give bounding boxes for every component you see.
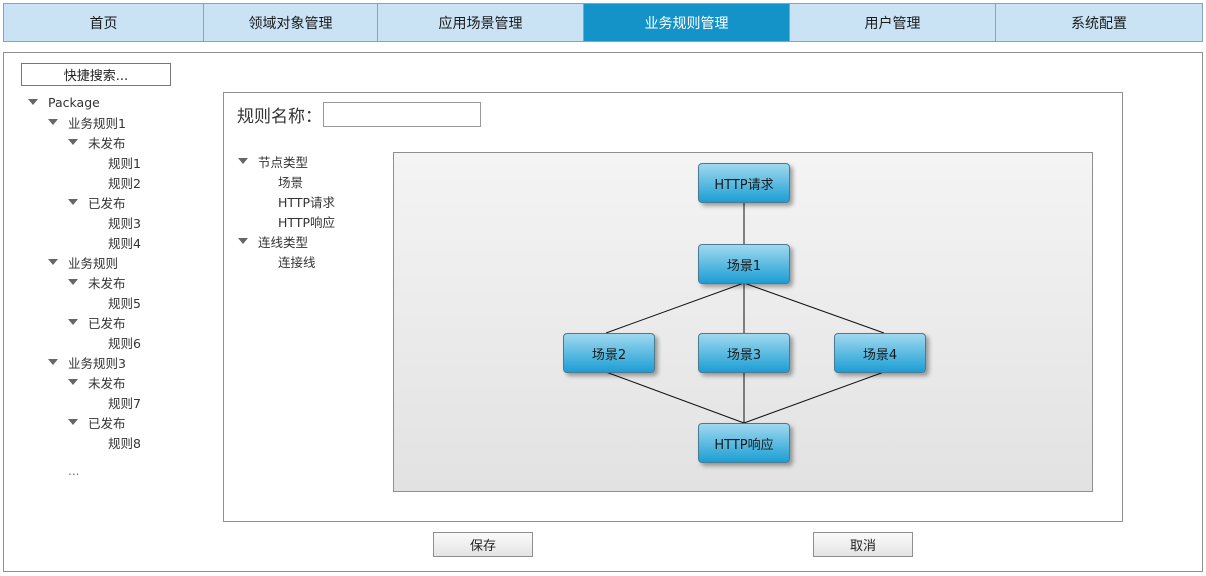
tree-node-label: 已发布 bbox=[88, 315, 126, 331]
tree-leaf[interactable]: 规则1 bbox=[108, 155, 141, 171]
palette-group-node-types[interactable]: 节点类型 bbox=[238, 151, 308, 171]
node-http-response[interactable]: HTTP响应 bbox=[698, 423, 790, 463]
edge-s1-s2 bbox=[605, 282, 745, 334]
node-scenario-2[interactable]: 场景2 bbox=[563, 333, 655, 373]
node-scenario-1[interactable]: 场景1 bbox=[698, 244, 790, 284]
cancel-button[interactable]: 取消 bbox=[813, 532, 913, 557]
edge-s4-resp bbox=[743, 371, 885, 424]
tab-domain-objects[interactable]: 领域对象管理 bbox=[204, 4, 378, 41]
expand-triangle-icon[interactable] bbox=[68, 279, 78, 285]
tree-leaf[interactable]: 规则6 bbox=[108, 335, 141, 351]
tree-more-ellipsis: ... bbox=[68, 464, 80, 478]
tree-node-label: 未发布 bbox=[88, 275, 126, 291]
tree-node-group[interactable]: 未发布 bbox=[68, 372, 126, 392]
diagram-canvas[interactable]: HTTP请求 场景1 场景2 场景3 场景4 HTTP响应 bbox=[393, 152, 1093, 492]
tree-node-rule[interactable]: 业务规则3 bbox=[48, 352, 126, 372]
tree-node-label: Package bbox=[48, 94, 100, 110]
expand-triangle-icon[interactable] bbox=[68, 139, 78, 145]
palette-group-label: 节点类型 bbox=[258, 154, 309, 170]
diagram-edges bbox=[605, 202, 885, 424]
save-button[interactable]: 保存 bbox=[433, 532, 533, 557]
tree-node-label: 已发布 bbox=[88, 195, 126, 211]
tree-leaf[interactable]: 规则7 bbox=[108, 395, 141, 411]
tree-node-label: 已发布 bbox=[88, 415, 126, 431]
tree-leaf[interactable]: 规则8 bbox=[108, 435, 141, 451]
quick-search-button[interactable]: 快捷搜索... bbox=[21, 63, 171, 86]
edge-s1-s4 bbox=[743, 282, 885, 334]
expand-triangle-icon[interactable] bbox=[28, 99, 38, 105]
expand-triangle-icon[interactable] bbox=[48, 259, 58, 265]
tree-leaf[interactable]: 规则5 bbox=[108, 295, 141, 311]
tree-node-group[interactable]: 已发布 bbox=[68, 312, 126, 332]
palette-item-http-request[interactable]: HTTP请求 bbox=[278, 194, 335, 210]
expand-triangle-icon[interactable] bbox=[48, 119, 58, 125]
tab-app-scenarios[interactable]: 应用场景管理 bbox=[378, 4, 584, 41]
tree-node-label: 未发布 bbox=[88, 375, 126, 391]
palette-item-connector[interactable]: 连接线 bbox=[278, 254, 316, 270]
edge-s2-resp bbox=[605, 371, 745, 424]
tree-node-package[interactable]: Package bbox=[28, 92, 100, 112]
expand-triangle-icon[interactable] bbox=[68, 419, 78, 425]
tree-node-label: 业务规则 bbox=[68, 255, 119, 271]
expand-triangle-icon[interactable] bbox=[238, 158, 248, 164]
expand-triangle-icon[interactable] bbox=[68, 379, 78, 385]
tab-user-management[interactable]: 用户管理 bbox=[790, 4, 996, 41]
expand-triangle-icon[interactable] bbox=[48, 359, 58, 365]
tree-node-rule[interactable]: 业务规则1 bbox=[48, 112, 126, 132]
expand-triangle-icon[interactable] bbox=[238, 238, 248, 244]
expand-triangle-icon[interactable] bbox=[68, 319, 78, 325]
expand-triangle-icon[interactable] bbox=[68, 199, 78, 205]
tree-node-label: 业务规则3 bbox=[68, 355, 126, 371]
node-scenario-4[interactable]: 场景4 bbox=[834, 333, 926, 373]
tree-node-group[interactable]: 已发布 bbox=[68, 192, 126, 212]
tree-node-group[interactable]: 未发布 bbox=[68, 132, 126, 152]
palette-group-edge-types[interactable]: 连线类型 bbox=[238, 231, 308, 251]
tree-node-group[interactable]: 未发布 bbox=[68, 272, 126, 292]
rule-name-input[interactable] bbox=[323, 102, 481, 127]
tree-node-label: 业务规则1 bbox=[68, 115, 126, 131]
node-scenario-3[interactable]: 场景3 bbox=[698, 333, 790, 373]
top-nav: 首页 领域对象管理 应用场景管理 业务规则管理 用户管理 系统配置 bbox=[3, 3, 1203, 42]
tab-system-config[interactable]: 系统配置 bbox=[1071, 15, 1127, 32]
tab-home[interactable]: 首页 bbox=[4, 4, 204, 41]
tree-leaf[interactable]: 规则2 bbox=[108, 175, 141, 191]
tab-business-rules[interactable]: 业务规则管理 bbox=[584, 4, 790, 41]
tree-node-rule[interactable]: 业务规则 bbox=[48, 252, 118, 272]
palette-item-http-response[interactable]: HTTP响应 bbox=[278, 214, 335, 230]
node-http-request[interactable]: HTTP请求 bbox=[698, 163, 790, 203]
palette-item-scenario[interactable]: 场景 bbox=[278, 174, 304, 190]
palette-group-label: 连线类型 bbox=[258, 234, 309, 250]
tree-leaf[interactable]: 规则4 bbox=[108, 235, 141, 251]
tree-leaf[interactable]: 规则3 bbox=[108, 215, 141, 231]
tree-node-label: 未发布 bbox=[88, 135, 126, 151]
tree-node-group[interactable]: 已发布 bbox=[68, 412, 126, 432]
rule-name-label: 规则名称： bbox=[237, 106, 322, 127]
